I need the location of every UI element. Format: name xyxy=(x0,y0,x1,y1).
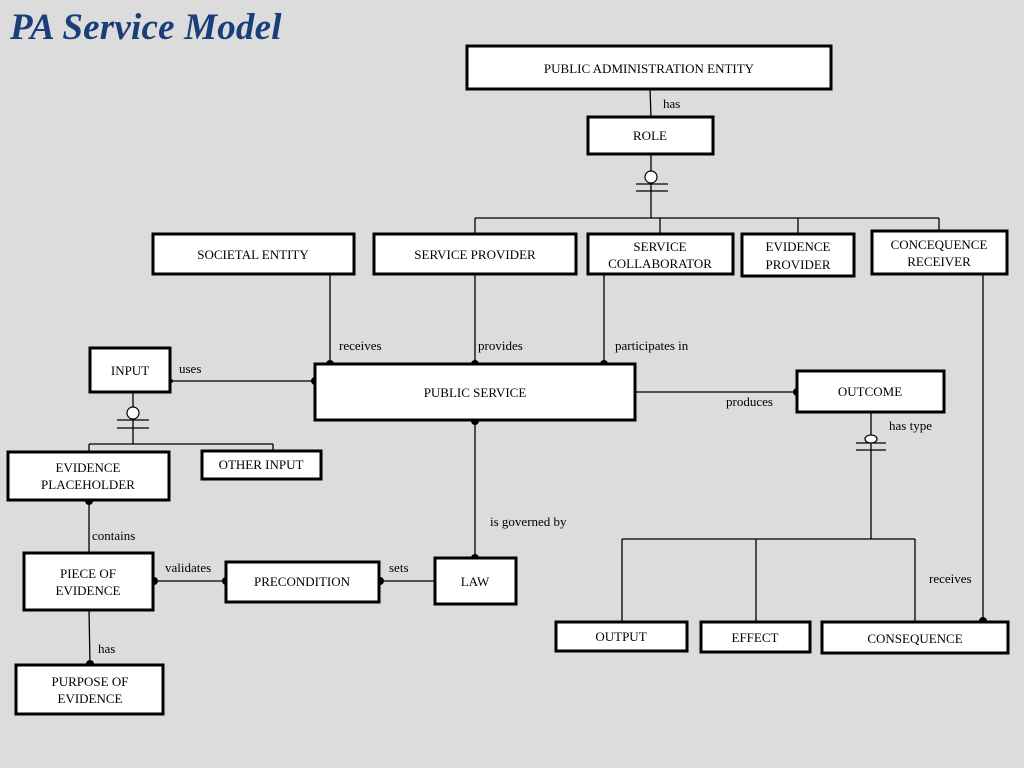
entity-evidence-provider: EVIDENCE PROVIDER xyxy=(740,232,856,278)
entity-consequence: CONSEQUENCE xyxy=(820,620,1010,655)
entity-label-line-1: EVIDENCE xyxy=(766,239,831,254)
entity-public-service: PUBLIC SERVICE xyxy=(313,362,637,422)
entity-label: OUTPUT xyxy=(595,629,646,644)
entity-label-line-2: RECEIVER xyxy=(907,254,971,269)
entity-label-line-1: CONCEQUENCE xyxy=(891,237,988,252)
connectors xyxy=(88,88,984,666)
entity-label: PUBLIC SERVICE xyxy=(424,385,527,400)
entity-label-line-2: PLACEHOLDER xyxy=(41,477,135,492)
entity-label-line-2: EVIDENCE xyxy=(56,583,121,598)
label-sets: sets xyxy=(389,560,409,575)
label-provides: provides xyxy=(478,338,523,353)
entity-outcome: OUTCOME xyxy=(795,369,946,414)
entity-label: SERVICE PROVIDER xyxy=(414,247,536,262)
pae-role-line xyxy=(649,88,652,118)
label-receives-service: receives xyxy=(339,338,382,353)
entity-purpose-of-evidence: PURPOSE OF EVIDENCE xyxy=(14,663,165,716)
entity-label-line-2: EVIDENCE xyxy=(58,691,123,706)
entity-label: OTHER INPUT xyxy=(219,457,304,472)
entity-label: LAW xyxy=(461,574,490,589)
input-gen-circle xyxy=(126,406,140,420)
entity-effect: EFFECT xyxy=(699,620,812,654)
entity-other-input: OTHER INPUT xyxy=(200,449,323,481)
label-uses: uses xyxy=(179,361,201,376)
entity-label: PRECONDITION xyxy=(254,574,351,589)
entity-label: PUBLIC ADMINISTRATION ENTITY xyxy=(544,61,755,76)
entity-label-line-1: EVIDENCE xyxy=(56,460,121,475)
label-produces: produces xyxy=(726,394,773,409)
entity-service-collaborator: SERVICE COLLABORATOR xyxy=(586,232,735,276)
entity-label-line-1: PURPOSE OF xyxy=(52,674,129,689)
entity-label-line-2: PROVIDER xyxy=(765,257,830,272)
role-gen-circle xyxy=(644,170,658,184)
piece-has-purpose-line xyxy=(88,609,91,666)
entity-societal-entity: SOCIETAL ENTITY xyxy=(151,232,356,276)
label-contains: contains xyxy=(92,528,135,543)
entity-label: EFFECT xyxy=(732,630,779,645)
label-has-purpose: has xyxy=(98,641,115,656)
entity-input: INPUT xyxy=(88,346,172,394)
entity-label-line-2: COLLABORATOR xyxy=(608,256,712,271)
entity-role: ROLE xyxy=(586,115,715,156)
label-has-role: has xyxy=(663,96,680,111)
entity-consequence-receiver: CONCEQUENCE RECEIVER xyxy=(870,229,1009,276)
entity-precondition: PRECONDITION xyxy=(224,560,381,604)
label-validates: validates xyxy=(165,560,211,575)
entity-label: SOCIETAL ENTITY xyxy=(197,247,309,262)
entity-label: CONSEQUENCE xyxy=(867,631,962,646)
entity-label-line-1: SERVICE xyxy=(633,239,686,254)
entity-law: LAW xyxy=(433,556,518,606)
entity-label: OUTCOME xyxy=(838,384,902,399)
entity-service-provider: SERVICE PROVIDER xyxy=(372,232,578,276)
entity-label-line-1: PIECE OF xyxy=(60,566,116,581)
entity-label: INPUT xyxy=(111,363,149,378)
entity-public-administration-entity: PUBLIC ADMINISTRATION ENTITY xyxy=(465,44,833,91)
label-is-governed-by: is governed by xyxy=(490,514,567,529)
page-title: PA Service Model xyxy=(10,7,282,48)
label-has-type: has type xyxy=(889,418,932,433)
entity-piece-of-evidence: PIECE OF EVIDENCE xyxy=(22,551,155,612)
label-receives-consequence: receives xyxy=(929,571,972,586)
relation-labels: has receives provides participates in us… xyxy=(92,96,972,656)
outcome-gen-circle xyxy=(864,434,878,444)
entity-label: ROLE xyxy=(633,128,667,143)
entity-output: OUTPUT xyxy=(554,620,689,653)
label-participates-in: participates in xyxy=(615,338,689,353)
entity-evidence-placeholder: EVIDENCE PLACEHOLDER xyxy=(6,450,171,502)
